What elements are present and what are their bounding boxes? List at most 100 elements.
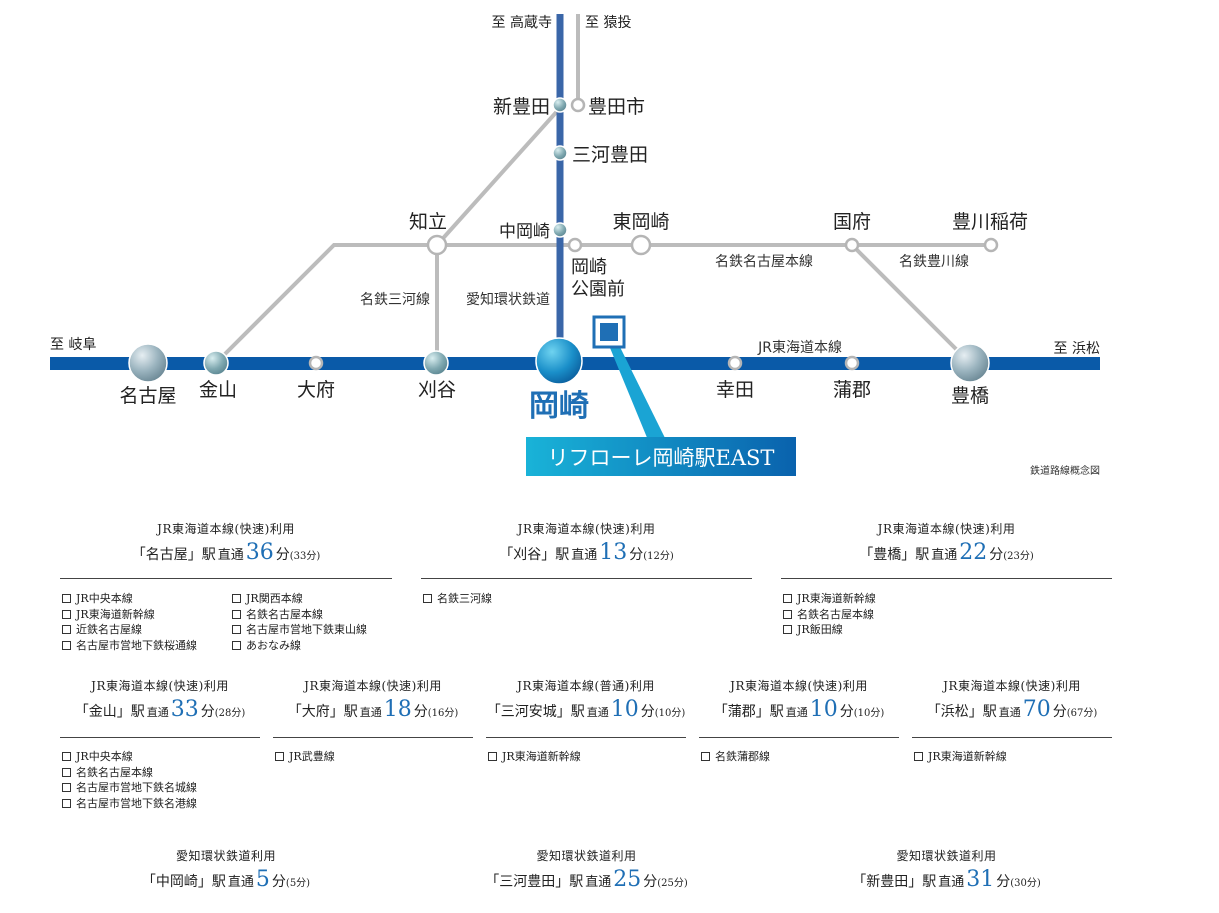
- property-marker-inner: [600, 323, 618, 341]
- divider: [60, 737, 260, 738]
- railway-map: リフローレ岡崎駅EAST 至 高蔵寺 至 猿投 至 岐阜 至 浜松 新豊田 豊田…: [50, 14, 1100, 477]
- direct-label: 直通: [359, 706, 382, 719]
- minutes: 33: [170, 697, 199, 722]
- connection-item: 名鉄名古屋本線: [232, 607, 367, 623]
- station-obu: [308, 355, 324, 371]
- station-name: 「金山」駅: [74, 704, 145, 720]
- direct-label: 直通: [217, 548, 244, 563]
- property-pointer: [608, 343, 666, 440]
- service-label: JR東海道本線(快速)利用: [943, 679, 1081, 693]
- direct-label: 直通: [931, 548, 958, 563]
- direct-label: 直通: [146, 706, 169, 719]
- connections-hamamatsu: JR東海道新幹線: [914, 749, 1007, 765]
- minutes: 25: [613, 867, 642, 892]
- minutes: 18: [383, 697, 412, 722]
- label-okazaki-koenmae-1: 岡崎: [571, 257, 607, 278]
- station-kou: [844, 237, 860, 253]
- direction-takakuraji: 至 高蔵寺: [492, 14, 552, 31]
- connection-item: 名鉄名古屋本線: [783, 607, 876, 623]
- connection-item: JR武豊線: [275, 749, 335, 765]
- minutes-unit: 分: [629, 547, 644, 563]
- label-naka-okazaki: 中岡崎: [499, 222, 550, 242]
- connections-nagoya-right: JR関西本線 名鉄名古屋本線 名古屋市営地下鉄東山線 あおなみ線: [232, 591, 367, 653]
- station-name: 「名古屋」駅: [131, 547, 216, 563]
- station-kariya: [423, 350, 449, 376]
- divider: [912, 737, 1112, 738]
- service-label: JR東海道本線(快速)利用: [730, 679, 868, 693]
- station-name: 「新豊田」駅: [852, 874, 937, 890]
- service-label: JR東海道本線(快速)利用: [877, 522, 1016, 536]
- minutes-unit: 分: [996, 874, 1011, 890]
- label-toyohashi: 豊橋: [951, 385, 989, 407]
- connection-item: JR関西本線: [232, 591, 367, 607]
- label-okazaki-koenmae-2: 公園前: [571, 279, 625, 300]
- connection-item: 名古屋市営地下鉄桜通線: [62, 638, 197, 654]
- alt-minutes: (10分): [654, 708, 686, 719]
- alt-minutes: (12分): [643, 551, 674, 562]
- divider: [273, 737, 473, 738]
- label-jr-tokaido: JR東海道本線: [757, 340, 842, 356]
- connection-item: JR中央本線: [62, 591, 197, 607]
- label-meitetsu-mikawa: 名鉄三河線: [360, 292, 430, 308]
- connections-kanayama: JR中央本線 名鉄名古屋本線 名古屋市営地下鉄名城線 名古屋市営地下鉄名港線: [62, 749, 197, 811]
- label-toyotashi: 豊田市: [588, 96, 645, 118]
- station-toyohashi: [950, 343, 990, 383]
- divider: [60, 578, 392, 579]
- alt-minutes: (10分): [853, 708, 885, 719]
- service-label: JR東海道本線(普通)利用: [517, 679, 655, 693]
- connections-gamagori: 名鉄蒲郡線: [701, 749, 770, 765]
- minutes-unit: 分: [640, 704, 655, 720]
- direct-label: 直通: [585, 875, 612, 890]
- station-gamagori: [844, 355, 860, 371]
- label-meitetsu-toyokawa: 名鉄豊川線: [899, 254, 969, 270]
- label-nagoya: 名古屋: [119, 385, 176, 407]
- station-name: 「三河安城」駅: [486, 704, 585, 720]
- station-okazaki-koenmae: [567, 237, 583, 253]
- connections-nagoya-left: JR中央本線 JR東海道新幹線 近鉄名古屋線 名古屋市営地下鉄桜通線: [62, 591, 197, 653]
- label-toyokawa-inari: 豊川稲荷: [952, 211, 1028, 233]
- station-higashi-okazaki: [630, 234, 652, 256]
- station-toyokawa-inari: [983, 237, 999, 253]
- label-meitetsu-nagoya: 名鉄名古屋本線: [715, 254, 813, 270]
- service-label: JR東海道本線(快速)利用: [157, 522, 295, 536]
- minutes: 5: [255, 867, 270, 892]
- label-kariya: 刈谷: [418, 379, 456, 401]
- station-chiryu: [426, 234, 448, 256]
- service-label: JR東海道本線(快速)利用: [517, 522, 656, 536]
- connection-item: JR東海道新幹線: [488, 749, 581, 765]
- map-caption: 鉄道路線概念図: [1030, 464, 1100, 477]
- alt-minutes: (30分): [1010, 878, 1041, 889]
- label-gamagori: 蒲郡: [833, 379, 871, 401]
- label-chiryu: 知立: [409, 211, 447, 233]
- station-naka-okazaki: [552, 222, 568, 238]
- connection-item: 名古屋市営地下鉄東山線: [232, 622, 367, 638]
- alt-minutes: (28分): [214, 708, 246, 719]
- meitetsu-nagoya-line-south: [850, 243, 972, 365]
- minutes: 36: [245, 540, 274, 565]
- minutes-unit: 分: [413, 704, 428, 720]
- connection-item: 名鉄名古屋本線: [62, 765, 197, 781]
- minutes: 13: [599, 540, 628, 565]
- alt-minutes: (16分): [427, 708, 459, 719]
- station-name: 「蒲郡」駅: [713, 704, 784, 720]
- direct-label: 直通: [227, 875, 254, 890]
- meitetsu-lines: [214, 14, 990, 365]
- direction-gifu: 至 岐阜: [50, 336, 96, 353]
- label-aichi-kanjo: 愛知環状鉄道: [466, 291, 550, 308]
- direct-label: 直通: [785, 706, 808, 719]
- connections-mikawa-anjo: JR東海道新幹線: [488, 749, 581, 765]
